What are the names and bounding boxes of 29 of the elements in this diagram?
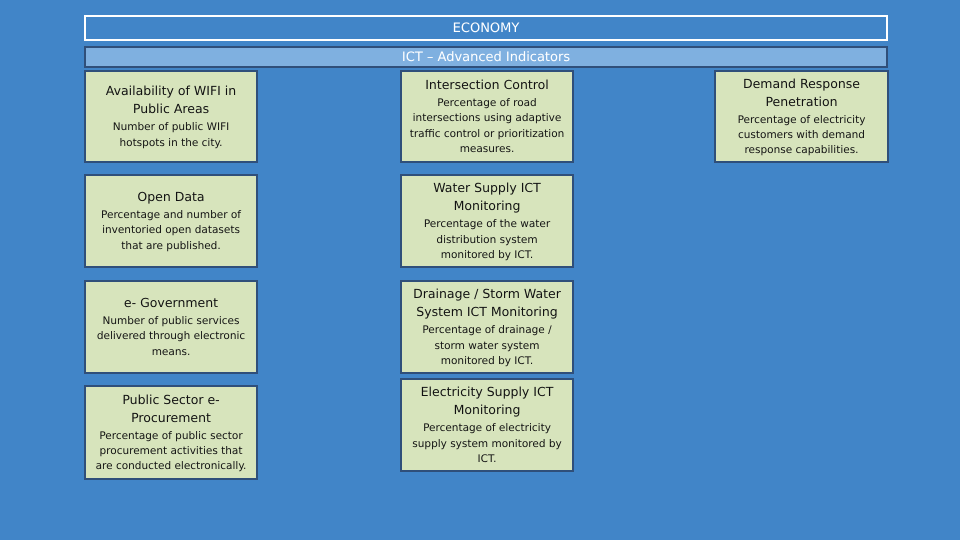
indicator-card xyxy=(400,174,574,268)
indicator-description: Percentage of electricity supply system monitored by ICT. xyxy=(411,421,563,467)
indicator-description: Percentage of electricity customers with demand response capabilities. xyxy=(736,112,866,158)
indicator-title: Public Sector e-Procurement xyxy=(121,390,221,427)
indicator-card xyxy=(84,174,258,268)
indicator-title: e- Government xyxy=(124,294,218,312)
indicator-title: Demand Response Penetration xyxy=(742,74,862,111)
indicator-card xyxy=(400,378,574,472)
indicator-description: Percentage of drainage / storm water system monitored by ICT. xyxy=(421,323,553,369)
indicator-card xyxy=(84,70,258,163)
indicator-title: Intersection Control xyxy=(425,76,549,94)
indicator-title: Drainage / Storm Water System ICT Monitoring xyxy=(412,285,562,322)
indicator-card xyxy=(84,385,258,480)
indicator-title: Availability of WIFI in Public Areas xyxy=(104,82,238,118)
subheader-band: ICT – Advanced Indicators xyxy=(84,46,888,68)
indicator-title: Water Supply ICT Monitoring xyxy=(432,179,542,216)
indicator-description: Percentage and number of inventoried open datasets that are published. xyxy=(100,208,242,254)
indicator-description: Number of public WIFI hotspots in the city. xyxy=(112,120,230,151)
indicator-card xyxy=(714,70,889,163)
indicator-card xyxy=(400,70,574,163)
indicator-card xyxy=(84,280,258,374)
indicator-title: Open Data xyxy=(137,188,205,206)
indicator-description: Percentage of public sector procurement activities that are conducted electronically. xyxy=(94,428,248,474)
indicator-card xyxy=(400,280,574,374)
indicator-description: Percentage of road intersections using adaptive traffic control or prioritization measures. xyxy=(408,96,566,157)
indicator-title: Electricity Supply ICT Monitoring xyxy=(420,383,554,420)
header-band: ECONOMY xyxy=(84,15,888,41)
indicator-description: Number of public services delivered through electronic means. xyxy=(96,314,246,360)
indicator-description: Percentage of the water distribution system monitored by ICT. xyxy=(422,217,552,263)
